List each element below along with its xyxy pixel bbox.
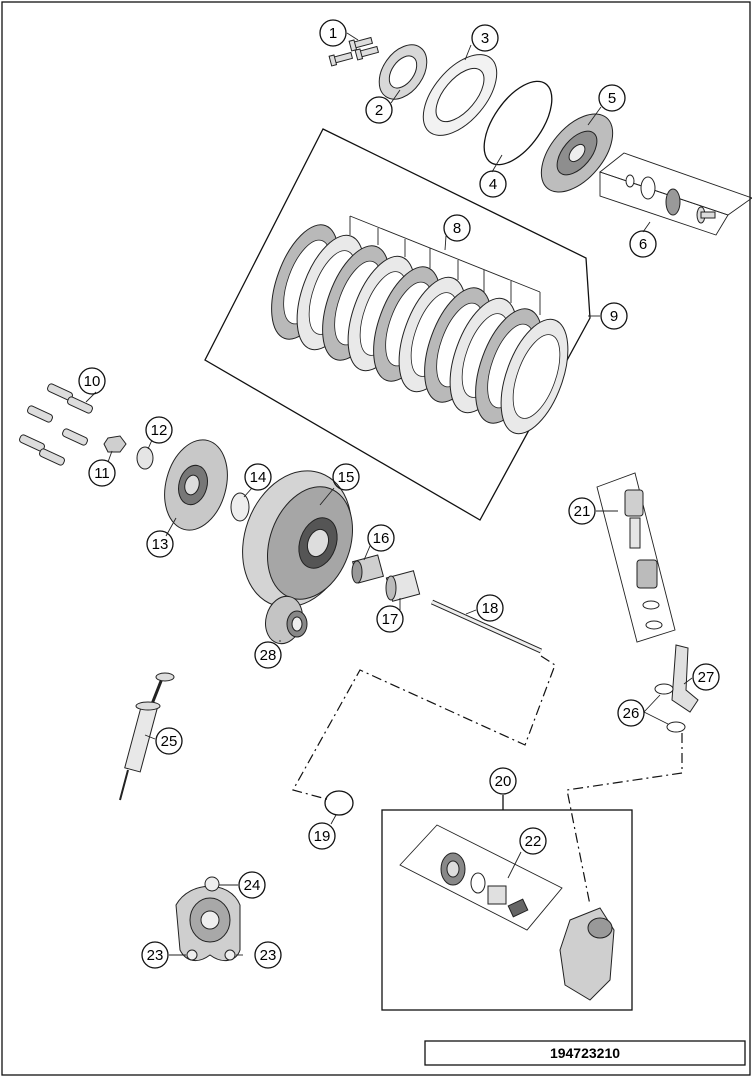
pushrod-part-18 — [430, 599, 543, 654]
bleeder-set-part-21 — [596, 472, 676, 643]
ring-part-19 — [324, 790, 354, 816]
pins-part-10 — [19, 383, 93, 466]
callout-number: 2 — [375, 102, 383, 119]
hose-path-dashed-2 — [566, 733, 683, 906]
disk-part-3 — [422, 54, 498, 136]
callout-number: 16 — [373, 530, 390, 547]
callout-labels: 1 2 3 4 5 6 8 9 10 11 12 13 14 15 16 17 … — [78, 19, 720, 969]
callout-4: 4 — [479, 170, 507, 198]
clutch-cover-part — [175, 876, 241, 962]
callout-28: 28 — [254, 641, 282, 669]
hose-path-dashed-1 — [292, 655, 556, 801]
callout-24: 24 — [238, 871, 266, 899]
slave-cylinder-housing — [559, 907, 615, 1001]
callout-5: 5 — [598, 84, 626, 112]
callout-19: 19 — [308, 822, 336, 850]
callout-number: 9 — [610, 308, 618, 325]
hub-part-13 — [164, 439, 228, 531]
drawing-number: 194723210 — [550, 1045, 620, 1061]
gear-part-28 — [265, 595, 308, 645]
callout-6: 6 — [629, 230, 657, 258]
bushing-part-17 — [385, 570, 421, 602]
callout-number: 4 — [489, 176, 497, 193]
callout-20: 20 — [489, 767, 517, 795]
callout-23-left: 23 — [141, 941, 169, 969]
callout-17: 17 — [376, 605, 404, 633]
clutch-plate-inner — [512, 334, 561, 419]
bearing-set-part-6 — [599, 152, 752, 236]
callout-16: 16 — [367, 524, 395, 552]
callout-8: 8 — [443, 214, 471, 242]
callout-9: 9 — [600, 302, 628, 330]
callout-number: 24 — [244, 877, 261, 894]
callout-number: 10 — [84, 373, 101, 390]
callout-21: 21 — [568, 497, 596, 525]
washer-part-26a — [654, 683, 674, 695]
callout-number: 26 — [623, 705, 640, 722]
callout-number: 3 — [481, 30, 489, 47]
washer-part-26b — [666, 721, 686, 733]
callout-number: 20 — [495, 773, 512, 790]
bearing-part-16 — [351, 554, 385, 584]
callout-number: 21 — [574, 503, 591, 520]
slave-cylinder-box-part-20 — [381, 809, 633, 1011]
callout-number: 25 — [161, 733, 178, 750]
callout-number: 14 — [250, 469, 267, 486]
callout-number: 19 — [314, 828, 331, 845]
ring-part-4 — [483, 80, 553, 166]
callout-15: 15 — [332, 463, 360, 491]
clutch-plates-part-8 — [271, 224, 569, 435]
callout-number: 12 — [151, 422, 168, 439]
washer-part-12 — [136, 446, 154, 470]
callout-number: 28 — [260, 647, 277, 664]
callout-13: 13 — [146, 530, 174, 558]
callout-26: 26 — [617, 699, 645, 727]
callout-number: 23 — [260, 947, 277, 964]
callout-11: 11 — [88, 459, 116, 487]
callout-number: 8 — [453, 220, 461, 237]
callout-number: 18 — [482, 600, 499, 617]
callout-number: 27 — [698, 669, 715, 686]
callout-12: 12 — [145, 416, 173, 444]
leader-lines — [85, 32, 693, 956]
bolts-part-1 — [328, 36, 380, 67]
washer-part-14 — [230, 492, 250, 522]
cap-part-5 — [540, 113, 614, 193]
callout-14: 14 — [244, 463, 272, 491]
callout-number: 23 — [147, 947, 164, 964]
nut-part-11 — [103, 435, 127, 453]
callout-2: 2 — [365, 96, 393, 124]
plate-part-2 — [378, 44, 428, 100]
callout-number: 5 — [608, 90, 616, 107]
banjo-part-27 — [671, 644, 699, 713]
callout-number: 6 — [639, 236, 647, 253]
callout-number: 15 — [338, 469, 355, 486]
callout-18: 18 — [476, 594, 504, 622]
callout-number: 17 — [382, 611, 399, 628]
callout-number: 1 — [329, 25, 337, 42]
drawing-number-box: 194723210 — [424, 1040, 746, 1066]
callout-10: 10 — [78, 367, 106, 395]
callout-1: 1 — [319, 19, 347, 47]
callout-number: 11 — [94, 465, 110, 482]
callout-bracket-8 — [349, 215, 541, 315]
syringe-part-25 — [119, 672, 175, 801]
piston-kit-part-22 — [399, 824, 563, 931]
basket-part-15 — [242, 470, 354, 608]
callout-25: 25 — [155, 727, 183, 755]
callout-22: 22 — [519, 827, 547, 855]
callout-23-right: 23 — [254, 941, 282, 969]
callout-3: 3 — [471, 24, 499, 52]
callout-number: 13 — [152, 536, 169, 553]
callout-27: 27 — [692, 663, 720, 691]
callout-number: 22 — [525, 833, 542, 850]
